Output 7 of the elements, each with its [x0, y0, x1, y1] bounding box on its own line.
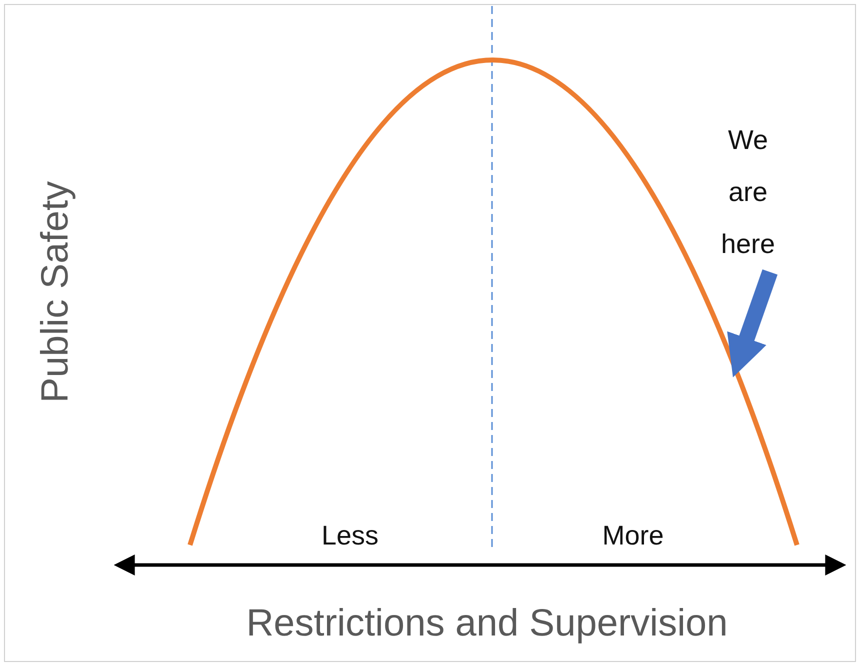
- callout-text: We are here: [712, 114, 784, 270]
- parabola-curve: [188, 59, 800, 546]
- axis-end-label: Less: [321, 520, 379, 552]
- axis-title: Public Safety: [34, 181, 78, 403]
- block-arrow: [727, 269, 778, 378]
- axis-title: Restrictions and Supervision: [246, 602, 728, 646]
- axis-end-label: More: [602, 520, 664, 552]
